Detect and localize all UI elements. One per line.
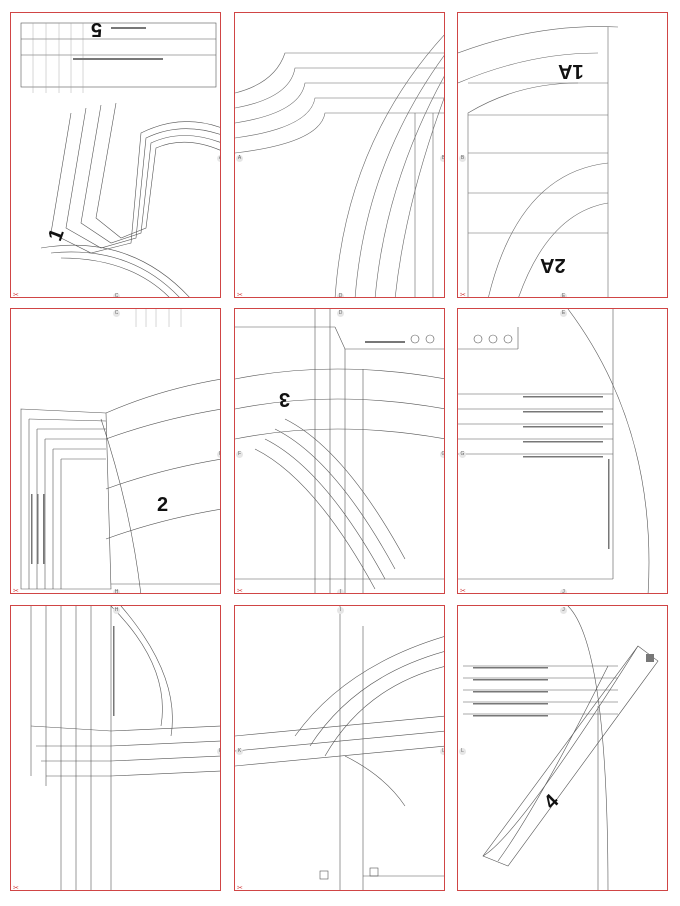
marker-l: L [440, 748, 444, 755]
marker-k: K [236, 748, 243, 755]
pattern-lines [458, 26, 619, 297]
tile-r3c1: H K ✂ [10, 605, 221, 891]
marker-c: C [113, 293, 120, 298]
pattern-lines [30, 606, 220, 890]
marker-k: K [217, 748, 220, 755]
marker-a: A [236, 155, 243, 162]
pattern-lines [463, 606, 659, 890]
scissors-icon: ✂ [460, 292, 466, 298]
marker-g: G [440, 451, 444, 458]
tile-r1c3: 1A 2A B E ✂ [457, 12, 668, 298]
piece-5-label: 5 [91, 18, 103, 40]
marker-h: H [113, 589, 120, 594]
scissors-icon: ✂ [237, 588, 243, 594]
marker-j: J [560, 589, 567, 593]
piece-1a-label: 1A [558, 60, 584, 82]
marker-h: H [113, 607, 120, 614]
pattern-lines [20, 22, 220, 297]
marker-f: F [217, 451, 220, 458]
scissors-icon: ✂ [237, 885, 243, 891]
piece-2a-label: 2A [540, 254, 566, 276]
marker-d: D [337, 310, 344, 317]
marker-e: E [560, 310, 567, 317]
marker-l: L [459, 748, 466, 755]
marker-c: C [113, 310, 120, 317]
pattern-lines [235, 309, 444, 593]
marker-b: B [440, 155, 445, 162]
tile-r3c3: 4 J L [457, 605, 668, 891]
tile-r1c2: A B D ✂ [234, 12, 445, 298]
marker-i: I [337, 589, 344, 593]
tile-r2c3: E G J ✂ [457, 308, 668, 594]
marker-a: A [217, 155, 220, 162]
scissors-icon: ✂ [13, 292, 19, 298]
scissors-icon: ✂ [13, 588, 19, 594]
marker-i: I [337, 607, 344, 614]
tile-r3c2: I K L ✂ [234, 605, 445, 891]
scissors-icon: ✂ [237, 292, 243, 298]
scissors-icon: ✂ [460, 588, 466, 594]
scissors-icon: ✂ [13, 885, 19, 891]
piece-2-label: 2 [157, 494, 169, 516]
marker-f: F [236, 451, 243, 458]
pattern-lines [235, 34, 444, 297]
marker-j: J [560, 607, 567, 614]
tile-r1c1: 5 1 A C ✂ [10, 12, 221, 298]
piece-3-label: 3 [279, 388, 291, 410]
pattern-lines [235, 606, 444, 890]
marker-b: B [459, 155, 466, 162]
marker-d: D [337, 293, 344, 298]
marker-g: G [459, 451, 466, 458]
marker-e: E [560, 293, 567, 298]
tile-r2c2: 3 D F G I ✂ [234, 308, 445, 594]
tile-r2c1: 2 C F H ✂ [10, 308, 221, 594]
pattern-lines [458, 309, 650, 593]
pattern-lines [20, 309, 220, 593]
